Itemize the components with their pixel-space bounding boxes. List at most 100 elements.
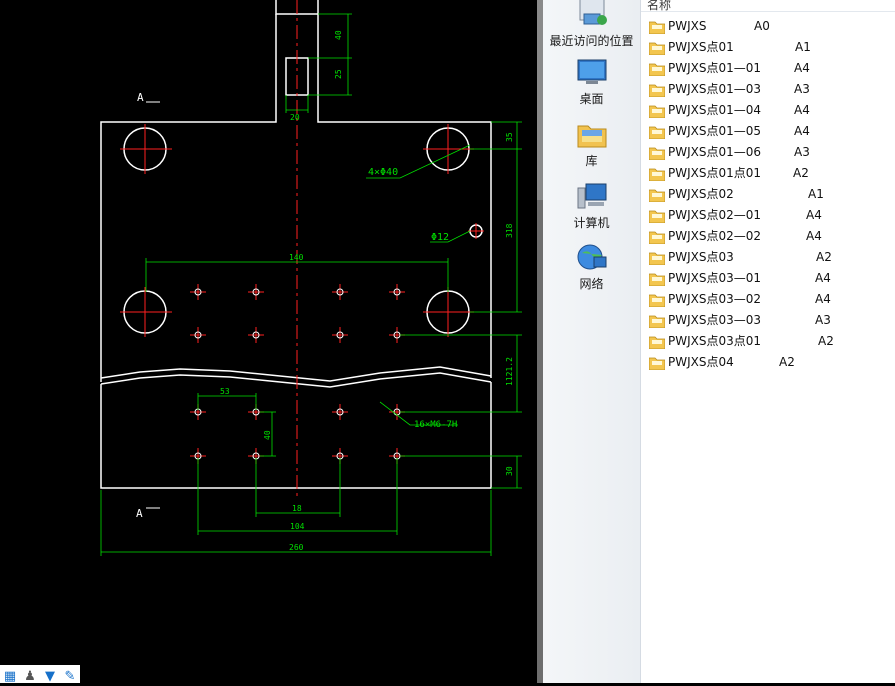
file-size: A4 <box>815 292 831 306</box>
dim-104: 104 <box>290 522 305 531</box>
vertical-scrollbar[interactable] <box>537 0 543 683</box>
desktop-icon <box>577 59 606 84</box>
file-row[interactable]: PWJXS点02—02 A4 <box>649 226 889 246</box>
file-name: PWJXS点01点01 <box>668 166 762 180</box>
folder-icon <box>649 42 665 55</box>
file-row[interactable]: PWJXS点01—06 A3 <box>649 142 889 162</box>
file-name: PWJXS点03 <box>668 250 734 264</box>
nav-item-recent-places[interactable]: 最近访问的位置 <box>543 0 640 49</box>
folder-icon <box>649 105 665 118</box>
file-size: A4 <box>806 229 822 243</box>
nav-item-library[interactable]: 库 <box>543 120 640 169</box>
navigation-pane: 最近访问的位置 桌面 库 计算机 网络 <box>543 0 641 683</box>
nav-item-desktop[interactable]: 桌面 <box>543 58 640 107</box>
folder-icon <box>649 315 665 328</box>
wrench-icon[interactable]: ✎ <box>64 669 76 684</box>
dim-1121: 1121.2 <box>505 357 514 386</box>
file-row[interactable]: PWJXS点02 A1 <box>649 184 889 204</box>
nav-item-label: 桌面 <box>579 92 604 106</box>
computer-icon <box>577 183 606 209</box>
dim-20: 20 <box>290 113 300 122</box>
dim-40b: 40 <box>263 430 272 440</box>
file-size: A4 <box>794 103 810 117</box>
folder-icon <box>649 231 665 244</box>
file-row[interactable]: PWJXS点03点01 A2 <box>649 331 889 351</box>
nav-item-label: 库 <box>585 154 598 168</box>
file-row[interactable]: PWJXS A0 <box>649 16 889 36</box>
file-name: PWJXS点01—04 <box>668 103 762 117</box>
file-row[interactable]: PWJXS点04 A2 <box>649 352 889 372</box>
file-name: PWJXS点01—03 <box>668 82 762 96</box>
folder-icon <box>649 210 665 223</box>
dim-18: 18 <box>292 504 302 513</box>
section-label-bottom: A <box>136 507 143 520</box>
file-name: PWJXS点02—02 <box>668 229 762 243</box>
file-size: A4 <box>794 124 810 138</box>
file-size: A3 <box>794 145 810 159</box>
file-size: A2 <box>818 334 834 348</box>
file-row[interactable]: PWJXS点01—03 A3 <box>649 79 889 99</box>
scrollbar-thumb[interactable] <box>537 200 543 683</box>
shirt-icon[interactable]: ▼ <box>45 669 55 684</box>
file-name: PWJXS点02 <box>668 187 734 201</box>
folder-icon <box>649 168 665 181</box>
file-row[interactable]: PWJXS点01—04 A4 <box>649 100 889 120</box>
file-size: A1 <box>795 40 811 54</box>
nav-item-label: 计算机 <box>573 216 610 230</box>
person-icon[interactable]: ♟ <box>24 669 36 684</box>
nav-item-label: 最近访问的位置 <box>549 34 634 48</box>
dim-30: 30 <box>505 466 514 476</box>
file-name: PWJXS点03—03 <box>668 313 762 327</box>
note-4-holes: 4×Φ40 <box>368 167 398 178</box>
dim-318: 318 <box>505 223 514 238</box>
file-size: A2 <box>779 355 795 369</box>
column-header-name[interactable]: 名称 <box>641 0 895 12</box>
cad-drawing: A A 40 25 20 35 318 1121.2 30 140 53 40 … <box>100 0 522 556</box>
note-tapped-holes: 16×M6-7H <box>414 420 457 430</box>
file-row[interactable]: PWJXS点01点01 A2 <box>649 163 889 183</box>
dim-140: 140 <box>289 253 304 262</box>
file-size: A3 <box>794 82 810 96</box>
nav-item-network[interactable]: 网络 <box>543 243 640 292</box>
file-name: PWJXS点01—01 <box>668 61 762 75</box>
folder-icon <box>649 126 665 139</box>
file-name: PWJXS点03—01 <box>668 271 762 285</box>
section-markers <box>146 101 160 509</box>
file-name: PWJXS <box>668 19 707 33</box>
nav-item-computer[interactable]: 计算机 <box>543 182 640 231</box>
file-size: A2 <box>793 166 809 180</box>
folder-icon <box>649 273 665 286</box>
folder-icon <box>649 147 665 160</box>
folder-icon <box>649 84 665 97</box>
dim-53: 53 <box>220 387 230 396</box>
file-size: A1 <box>808 187 824 201</box>
file-name: PWJXS点04 <box>668 355 734 369</box>
file-size: A4 <box>815 271 831 285</box>
network-icon <box>577 244 606 270</box>
file-name: PWJXS点03点01 <box>668 334 762 348</box>
folder-icon <box>649 252 665 265</box>
dim-35: 35 <box>505 132 514 142</box>
file-name: PWJXS点01—06 <box>668 145 762 159</box>
recent-places-icon <box>579 0 607 25</box>
dim-40: 40 <box>334 30 343 40</box>
file-row[interactable]: PWJXS点03—01 A4 <box>649 268 889 288</box>
file-row[interactable]: PWJXS点01—01 A4 <box>649 58 889 78</box>
folder-icon <box>649 294 665 307</box>
dim-25: 25 <box>334 69 343 79</box>
section-label-top: A <box>137 91 144 104</box>
folder-icon <box>649 189 665 202</box>
folder-icon <box>649 21 665 34</box>
file-size: A0 <box>754 19 770 33</box>
cad-drawing-canvas[interactable]: A A 40 25 20 35 318 1121.2 30 140 53 40 … <box>0 0 537 683</box>
dim-260: 260 <box>289 543 304 552</box>
grid-icon[interactable]: ▦ <box>3 669 17 684</box>
file-size: A4 <box>794 61 810 75</box>
